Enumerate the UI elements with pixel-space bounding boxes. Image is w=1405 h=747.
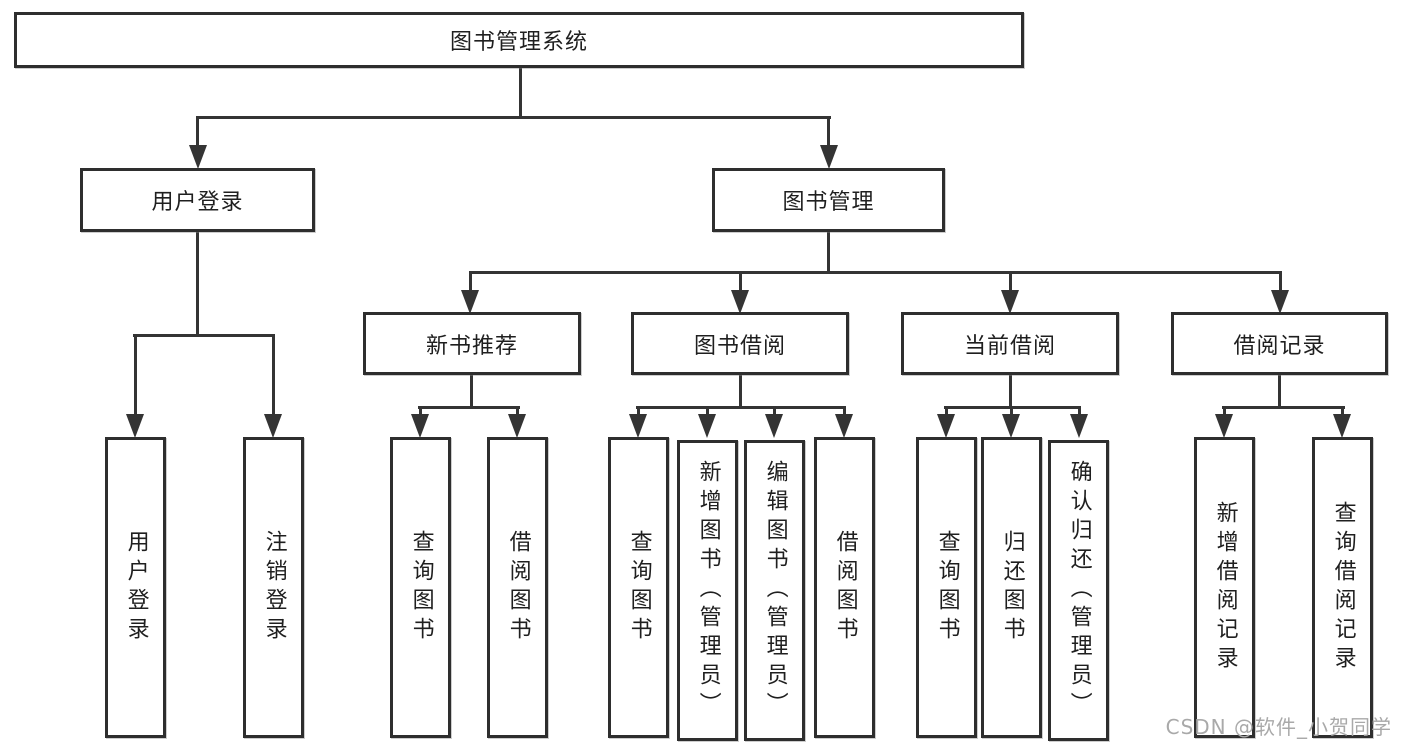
connector-line [1278,375,1281,408]
leaf-query-books-2-label: 查询图书 [626,529,652,646]
arrow-down-icon [629,414,647,438]
leaf-user-login-label: 用户登录 [123,529,149,646]
connector-line [470,375,473,408]
node-root-label: 图书管理系统 [449,30,588,55]
connector-line [1009,271,1012,293]
connector-line [1078,406,1081,416]
arrow-down-icon [820,145,838,169]
leaf-borrow-books-1-label: 借阅图书 [505,529,531,646]
arrow-down-icon [698,414,716,438]
watermark: CSDN @软件_小贺同学 [1165,715,1392,739]
leaf-query-borrow-record-label: 查询借阅记录 [1330,500,1356,675]
connector-line [196,116,831,119]
arrow-down-icon [731,290,749,314]
connector-line [636,406,846,409]
arrow-down-icon [1001,290,1019,314]
arrow-down-icon [937,414,955,438]
arrow-down-icon [461,290,479,314]
connector-line [1009,375,1012,408]
leaf-add-borrow-record-label: 新增借阅记录 [1212,500,1238,675]
connector-line [739,375,742,408]
connector-line [637,406,640,416]
leaf-user-login: 用户登录 [105,437,166,738]
leaf-logout: 注销登录 [243,437,304,738]
connector-line [133,334,275,337]
connector-line [827,116,830,148]
connector-line [272,334,275,416]
connector-line [1010,406,1013,416]
connector-line [945,406,948,416]
leaf-add-book-admin-label: 新增图书（管理员） [695,460,721,721]
node-new-book-recommend-label: 新书推荐 [425,333,518,359]
arrow-down-icon [411,414,429,438]
connector-line [469,271,472,293]
leaf-borrow-books-1: 借阅图书 [487,437,548,738]
connector-line [773,406,776,416]
connector-line [843,406,846,416]
connector-line [519,68,522,118]
connector-line [1222,406,1345,409]
leaf-add-borrow-record: 新增借阅记录 [1194,437,1255,738]
node-book-borrow-label: 图书借阅 [693,333,786,359]
arrow-down-icon [1271,290,1289,314]
leaf-query-books-3: 查询图书 [916,437,977,738]
arrow-down-icon [765,414,783,438]
connector-line [739,271,742,293]
connector-line [516,406,519,416]
node-book-management: 图书管理 [712,168,945,232]
node-user-login-label: 用户登录 [151,190,244,215]
leaf-query-borrow-record: 查询借阅记录 [1312,437,1373,738]
connector-line [418,406,520,409]
leaf-edit-book-admin: 编辑图书（管理员） [744,440,805,741]
leaf-query-books-1: 查询图书 [390,437,451,738]
arrow-down-icon [264,414,282,438]
connector-line [419,406,422,416]
node-root: 图书管理系统 [14,12,1024,68]
connector-line [1341,406,1344,416]
leaf-borrow-books-2-label: 借阅图书 [832,529,858,646]
connector-line [1223,406,1226,416]
connector-line [196,116,199,148]
leaf-confirm-return-admin: 确认归还（管理员） [1048,440,1109,741]
connector-line [469,271,1282,274]
arrow-down-icon [1333,414,1351,438]
node-user-login: 用户登录 [80,168,315,232]
node-new-book-recommend: 新书推荐 [363,312,581,375]
leaf-confirm-return-admin-label: 确认归还（管理员） [1066,460,1092,721]
node-book-management-label: 图书管理 [782,190,875,215]
arrow-down-icon [1215,414,1233,438]
leaf-query-books-2: 查询图书 [608,437,669,738]
leaf-return-book: 归还图书 [981,437,1042,738]
connector-line [134,334,137,416]
arrow-down-icon [1002,414,1020,438]
arrow-down-icon [835,414,853,438]
arrow-down-icon [508,414,526,438]
connector-line [827,232,830,273]
leaf-query-books-1-label: 查询图书 [408,529,434,646]
leaf-logout-label: 注销登录 [261,529,287,646]
arrow-down-icon [126,414,144,438]
node-book-borrow: 图书借阅 [631,312,849,375]
leaf-query-books-3-label: 查询图书 [934,529,960,646]
connector-line [706,406,709,416]
leaf-return-book-label: 归还图书 [999,529,1025,646]
node-borrow-records-label: 借阅记录 [1233,333,1326,359]
leaf-add-book-admin: 新增图书（管理员） [677,440,738,741]
arrow-down-icon [189,145,207,169]
leaf-edit-book-admin-label: 编辑图书（管理员） [762,460,788,721]
node-current-borrow-label: 当前借阅 [963,333,1056,359]
connector-line [196,232,199,336]
arrow-down-icon [1070,414,1088,438]
connector-line [1279,271,1282,293]
node-borrow-records: 借阅记录 [1171,312,1388,375]
leaf-borrow-books-2: 借阅图书 [814,437,875,738]
node-current-borrow: 当前借阅 [901,312,1119,375]
